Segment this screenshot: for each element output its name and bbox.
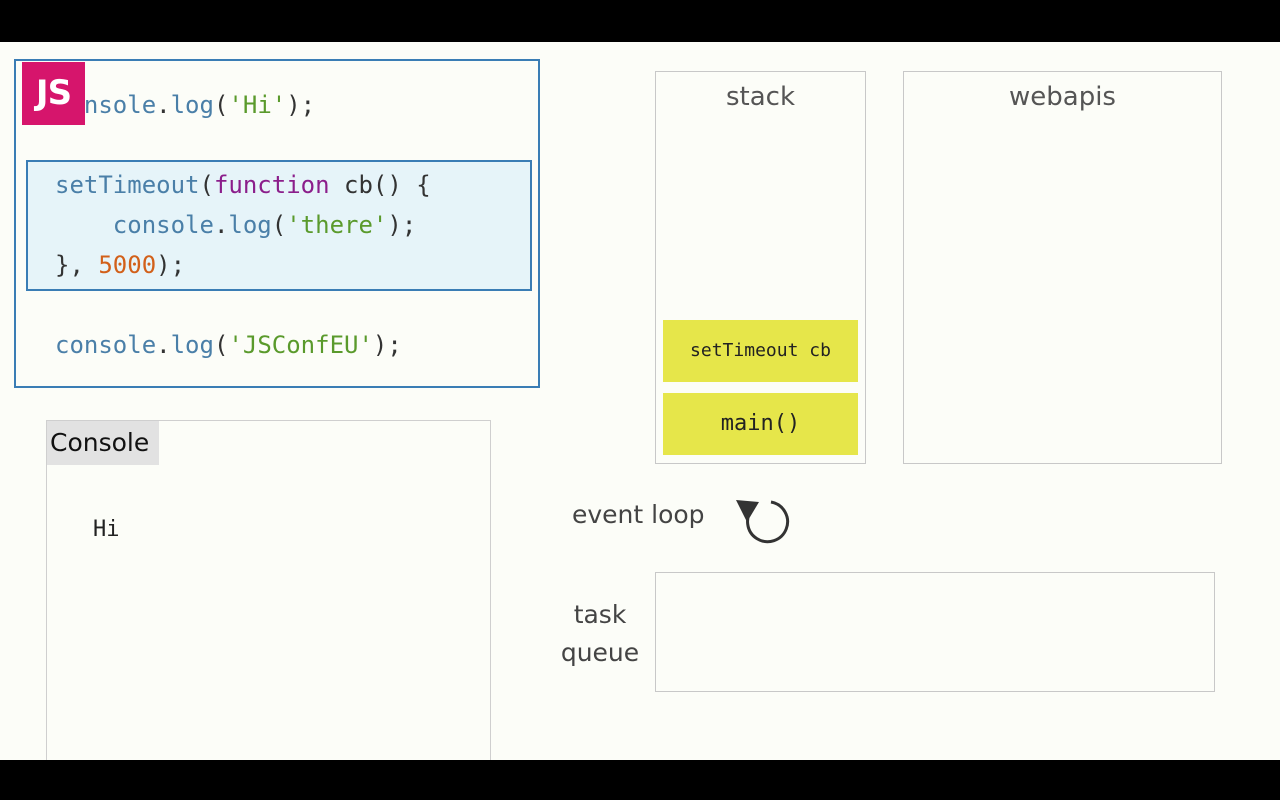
js-logo-badge: JS <box>22 62 85 125</box>
console-output-line: Hi <box>93 517 120 542</box>
stack-frame-settimeout-cb: setTimeout cb <box>663 320 858 382</box>
code-line-console-log-jsconfeu: console.log('JSConfEU'); <box>55 331 402 359</box>
event-loop-label: event loop <box>572 500 705 529</box>
stack-title: stack <box>725 82 796 112</box>
task-queue-panel <box>655 572 1215 692</box>
task-queue-label: task queue <box>560 600 640 667</box>
code-line-timeout-close: }, 5000); <box>55 251 186 279</box>
stack-frame-main: main() <box>663 393 858 455</box>
refresh-loop-icon <box>736 500 790 544</box>
code-line-console-log-there: console.log('there'); <box>55 211 417 239</box>
code-line-console-log-hi: console.log('Hi'); <box>55 91 316 119</box>
webapis-title: webapis <box>1009 82 1116 112</box>
code-editor-panel: JS console.log('Hi'); setTimeout(functio… <box>14 59 540 388</box>
console-panel: Console Hi <box>46 420 491 760</box>
top-letterbox <box>0 0 1280 42</box>
code-line-settimeout: setTimeout(function cb() { <box>55 171 431 199</box>
webapis-panel: webapis <box>903 71 1222 464</box>
bottom-letterbox <box>0 760 1280 800</box>
call-stack-panel: stack setTimeout cb main() <box>655 71 866 464</box>
console-title: Console <box>47 421 159 465</box>
highlighted-settimeout-block <box>26 160 532 291</box>
slide-stage: JS console.log('Hi'); setTimeout(functio… <box>0 42 1280 760</box>
